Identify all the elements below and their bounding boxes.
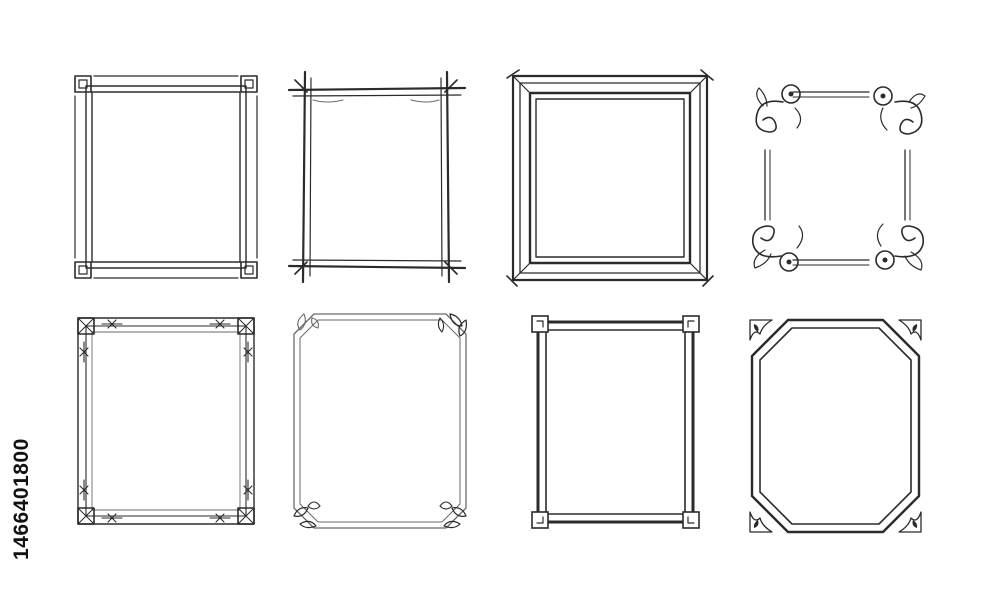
frame-ornamental-borders-art (77, 317, 255, 525)
leaf-ornament-top-left (297, 313, 319, 331)
frame-square-corner-blocks-art (74, 75, 258, 279)
frame-crossed-sticks (287, 70, 467, 285)
ornate-corner-bottom-left (749, 511, 773, 533)
corner-ornament-top-right (209, 317, 255, 363)
flourish-top-left (755, 84, 802, 133)
frame-notched-bold-art (531, 315, 700, 529)
corner-ornament-top-left (77, 317, 123, 363)
frame-ornamental-borders (72, 312, 260, 530)
frame-octagon-ornate-art (749, 318, 922, 534)
notch-bottom-left (531, 511, 549, 529)
frame-square-corner-blocks (72, 72, 260, 282)
frame-triple-line (505, 68, 715, 288)
ornate-corner-top-left (749, 319, 773, 341)
notch-top-left (531, 315, 549, 333)
ornate-corner-top-right (898, 319, 922, 341)
frame-floral-corners (745, 80, 935, 276)
flourish-top-right (873, 86, 926, 135)
leaf-ornament-bottom-left (293, 501, 321, 529)
frame-cut-corner-leaves-art (293, 313, 467, 529)
frame-cut-corner-leaves (290, 310, 470, 532)
flourish-bottom-left (751, 225, 804, 272)
frame-floral-corners-art (751, 84, 926, 272)
leaf-ornament-bottom-right (439, 501, 467, 529)
notch-top-right (682, 315, 700, 333)
notch-bottom-right (682, 511, 700, 529)
corner-ornament-bottom-right (209, 479, 255, 525)
frame-octagon-ornate (748, 316, 923, 536)
frame-crossed-sticks-art (287, 70, 467, 284)
flourish-bottom-right (875, 223, 925, 271)
leaf-ornament-top-right (437, 313, 467, 337)
frame-notched-bold (528, 312, 703, 532)
corner-ornament-bottom-left (77, 479, 123, 525)
frame-triple-line-art (506, 69, 714, 287)
ornate-corner-bottom-right (898, 511, 922, 533)
